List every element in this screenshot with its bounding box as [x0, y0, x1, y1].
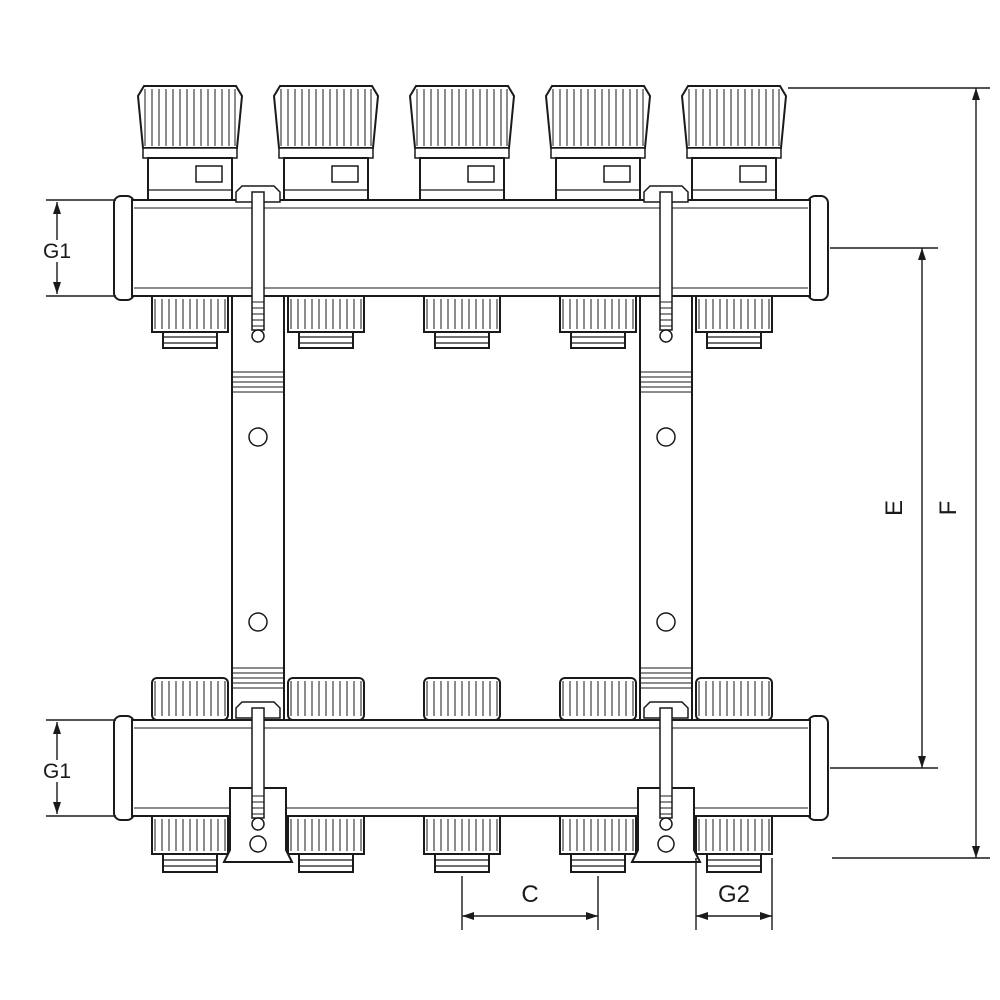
label-g1-bottom: G1 — [43, 760, 71, 783]
dimension-e: E — [830, 247, 938, 769]
valve-head-3 — [409, 85, 515, 201]
dimension-g2: G2 — [695, 858, 773, 930]
dimension-f: F — [788, 87, 990, 859]
dimension-g1-bottom: G1 — [43, 719, 116, 817]
label-g1-top: G1 — [43, 240, 71, 263]
label-f: F — [935, 501, 962, 516]
valve-cap-1 — [151, 677, 229, 721]
valve-head-4 — [545, 85, 651, 201]
dimension-c: C — [461, 876, 599, 930]
union-nut-3 — [423, 295, 501, 349]
outlet-nut-3 — [423, 815, 501, 873]
union-nut-2 — [287, 295, 365, 349]
valve-head-5 — [681, 85, 787, 201]
valve-cap-4 — [559, 677, 637, 721]
label-e: E — [881, 500, 908, 516]
top-manifold-bar — [113, 195, 829, 301]
valve-head-1 — [137, 85, 243, 201]
valve-cap-3 — [423, 677, 501, 721]
outlet-nut-1 — [151, 815, 229, 873]
union-nut-5 — [695, 295, 773, 349]
label-g2: G2 — [718, 881, 750, 908]
valve-cap-2 — [287, 677, 365, 721]
outlet-nut-4 — [559, 815, 637, 873]
valve-head-2 — [273, 85, 379, 201]
dimension-g1-top: G1 — [43, 199, 116, 297]
label-c: C — [521, 881, 538, 908]
valve-cap-5 — [695, 677, 773, 721]
union-nut-1 — [151, 295, 229, 349]
union-nut-4 — [559, 295, 637, 349]
outlet-nut-2 — [287, 815, 365, 873]
outlet-nut-5 — [695, 815, 773, 873]
bottom-manifold-bar — [113, 715, 829, 821]
